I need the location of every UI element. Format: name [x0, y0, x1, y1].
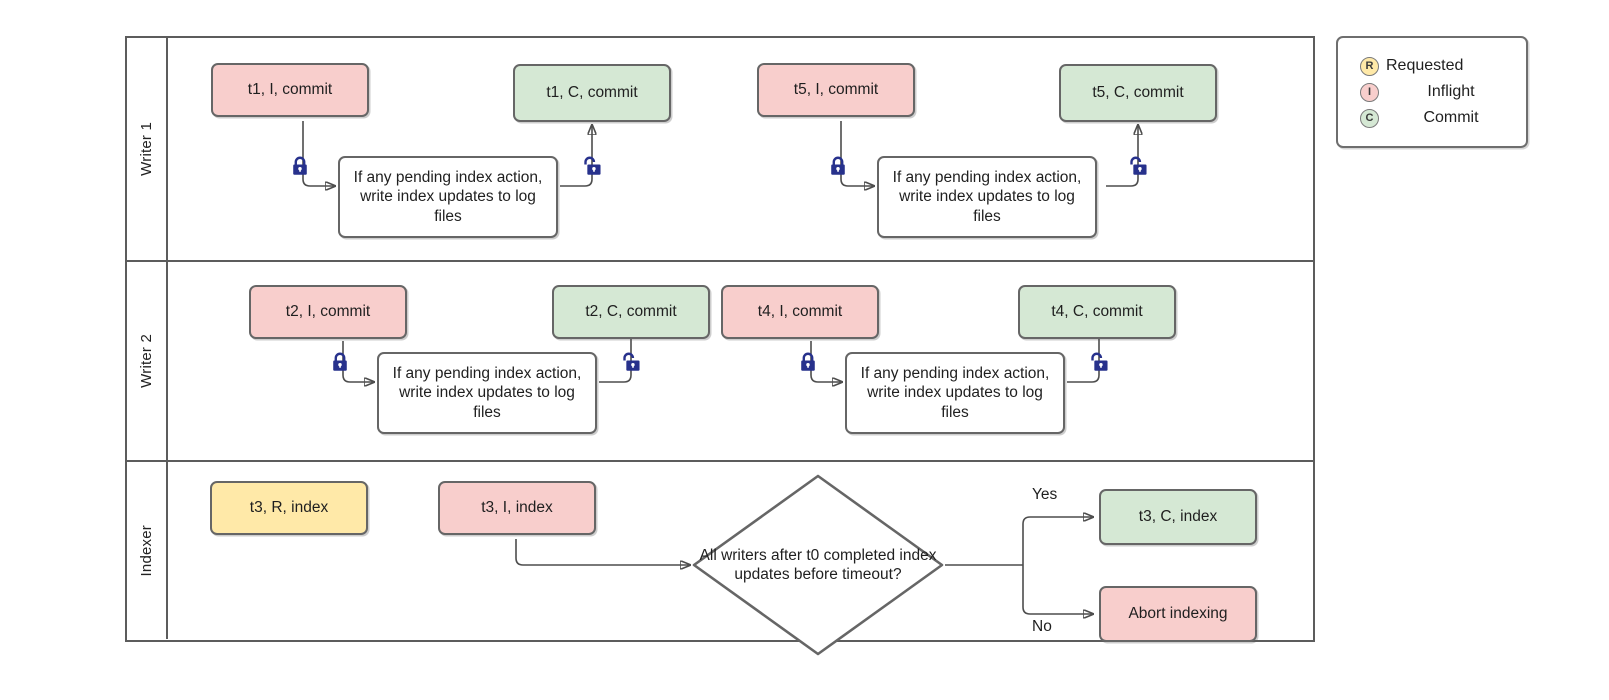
- node-label: t4, C, commit: [1051, 303, 1143, 321]
- node-label: If any pending index action, write index…: [892, 169, 1082, 225]
- swimlane-writer-1: Writer 1: [127, 38, 1313, 260]
- lane-header-indexer: Indexer: [127, 462, 168, 639]
- lane-body-writer-2: t2, I, commit If any pending index actio…: [168, 262, 1313, 460]
- decision-label: All writers after t0 completed index upd…: [699, 546, 937, 583]
- node-label: Abort indexing: [1128, 605, 1228, 623]
- node-w1-note-1[interactable]: If any pending index action, write index…: [338, 156, 558, 238]
- node-label: t3, C, index: [1138, 508, 1218, 526]
- lane-label-indexer: Indexer: [138, 524, 155, 577]
- legend-item-commit: C Commit: [1360, 105, 1526, 131]
- node-ix-t3-requested[interactable]: t3, R, index: [210, 481, 368, 535]
- node-label: If any pending index action, write index…: [860, 365, 1050, 421]
- node-label: t5, I, commit: [793, 81, 879, 99]
- lock-open-icon: [1126, 155, 1148, 177]
- lock-closed-icon: [827, 155, 849, 177]
- lock-closed-icon: [797, 351, 819, 373]
- lock-open-icon: [1087, 351, 1109, 373]
- node-w1-note-2[interactable]: If any pending index action, write index…: [877, 156, 1097, 238]
- legend-panel: R Requested I Inflight C Commit: [1336, 36, 1528, 148]
- legend-label-commit: Commit: [1423, 109, 1479, 126]
- badge-requested-icon: R: [1360, 56, 1379, 76]
- node-ix-t3-inflight[interactable]: t3, I, index: [438, 481, 596, 535]
- branch-label-yes: Yes: [1032, 486, 1058, 503]
- node-label: If any pending index action, write index…: [353, 169, 543, 225]
- node-label: t1, C, commit: [546, 84, 638, 102]
- legend-label-requested: Requested: [1386, 57, 1464, 74]
- node-w1-t5-commit[interactable]: t5, C, commit: [1059, 64, 1217, 122]
- node-label: t5, C, commit: [1092, 84, 1184, 102]
- lane-label-writer-2: Writer 2: [138, 334, 155, 388]
- lock-closed-icon: [329, 351, 351, 373]
- node-label: t3, I, index: [481, 499, 553, 517]
- lock-open-icon: [580, 155, 602, 177]
- lock-closed-icon: [289, 155, 311, 177]
- legend-item-requested: R Requested: [1360, 53, 1526, 79]
- node-w2-note-1[interactable]: If any pending index action, write index…: [377, 352, 597, 434]
- lane-header-writer-1: Writer 1: [127, 38, 168, 260]
- lane-body-writer-1: t1, I, commit If any pending index actio…: [168, 38, 1313, 260]
- branch-label-no: No: [1032, 618, 1052, 635]
- lock-open-icon: [619, 351, 641, 373]
- node-w2-t4-commit[interactable]: t4, C, commit: [1018, 285, 1176, 339]
- node-label: t2, C, commit: [585, 303, 677, 321]
- legend-label-inflight: Inflight: [1427, 83, 1475, 100]
- node-w2-t2-inflight[interactable]: t2, I, commit: [249, 285, 407, 339]
- node-label: t4, I, commit: [757, 303, 843, 321]
- node-label: t3, R, index: [249, 499, 329, 517]
- node-ix-abort-indexing[interactable]: Abort indexing: [1099, 586, 1257, 642]
- node-w1-t5-inflight[interactable]: t5, I, commit: [757, 63, 915, 117]
- node-w2-t4-inflight[interactable]: t4, I, commit: [721, 285, 879, 339]
- node-label: t1, I, commit: [247, 81, 333, 99]
- node-ix-decision-diamond[interactable]: All writers after t0 completed index upd…: [690, 472, 946, 658]
- node-label: If any pending index action, write index…: [392, 365, 582, 421]
- lane-label-writer-1: Writer 1: [138, 122, 155, 176]
- node-w1-t1-commit[interactable]: t1, C, commit: [513, 64, 671, 122]
- badge-inflight-icon: I: [1360, 82, 1379, 102]
- swimlane-indexer: Indexer t3, R, index t3, I, in: [127, 460, 1313, 656]
- node-w2-note-2[interactable]: If any pending index action, write index…: [845, 352, 1065, 434]
- swimlane-container: Writer 1: [125, 36, 1315, 656]
- badge-commit-icon: C: [1360, 108, 1379, 128]
- lane-body-indexer: t3, R, index t3, I, index All writers af…: [168, 462, 1313, 656]
- lane-header-writer-2: Writer 2: [127, 262, 168, 460]
- node-ix-t3-commit[interactable]: t3, C, index: [1099, 489, 1257, 545]
- node-w1-t1-inflight[interactable]: t1, I, commit: [211, 63, 369, 117]
- node-label: t2, I, commit: [285, 303, 371, 321]
- legend-item-inflight: I Inflight: [1360, 79, 1526, 105]
- swimlane-writer-2: Writer 2 t2, I, commit If any pending in…: [127, 260, 1313, 460]
- node-w2-t2-commit[interactable]: t2, C, commit: [552, 285, 710, 339]
